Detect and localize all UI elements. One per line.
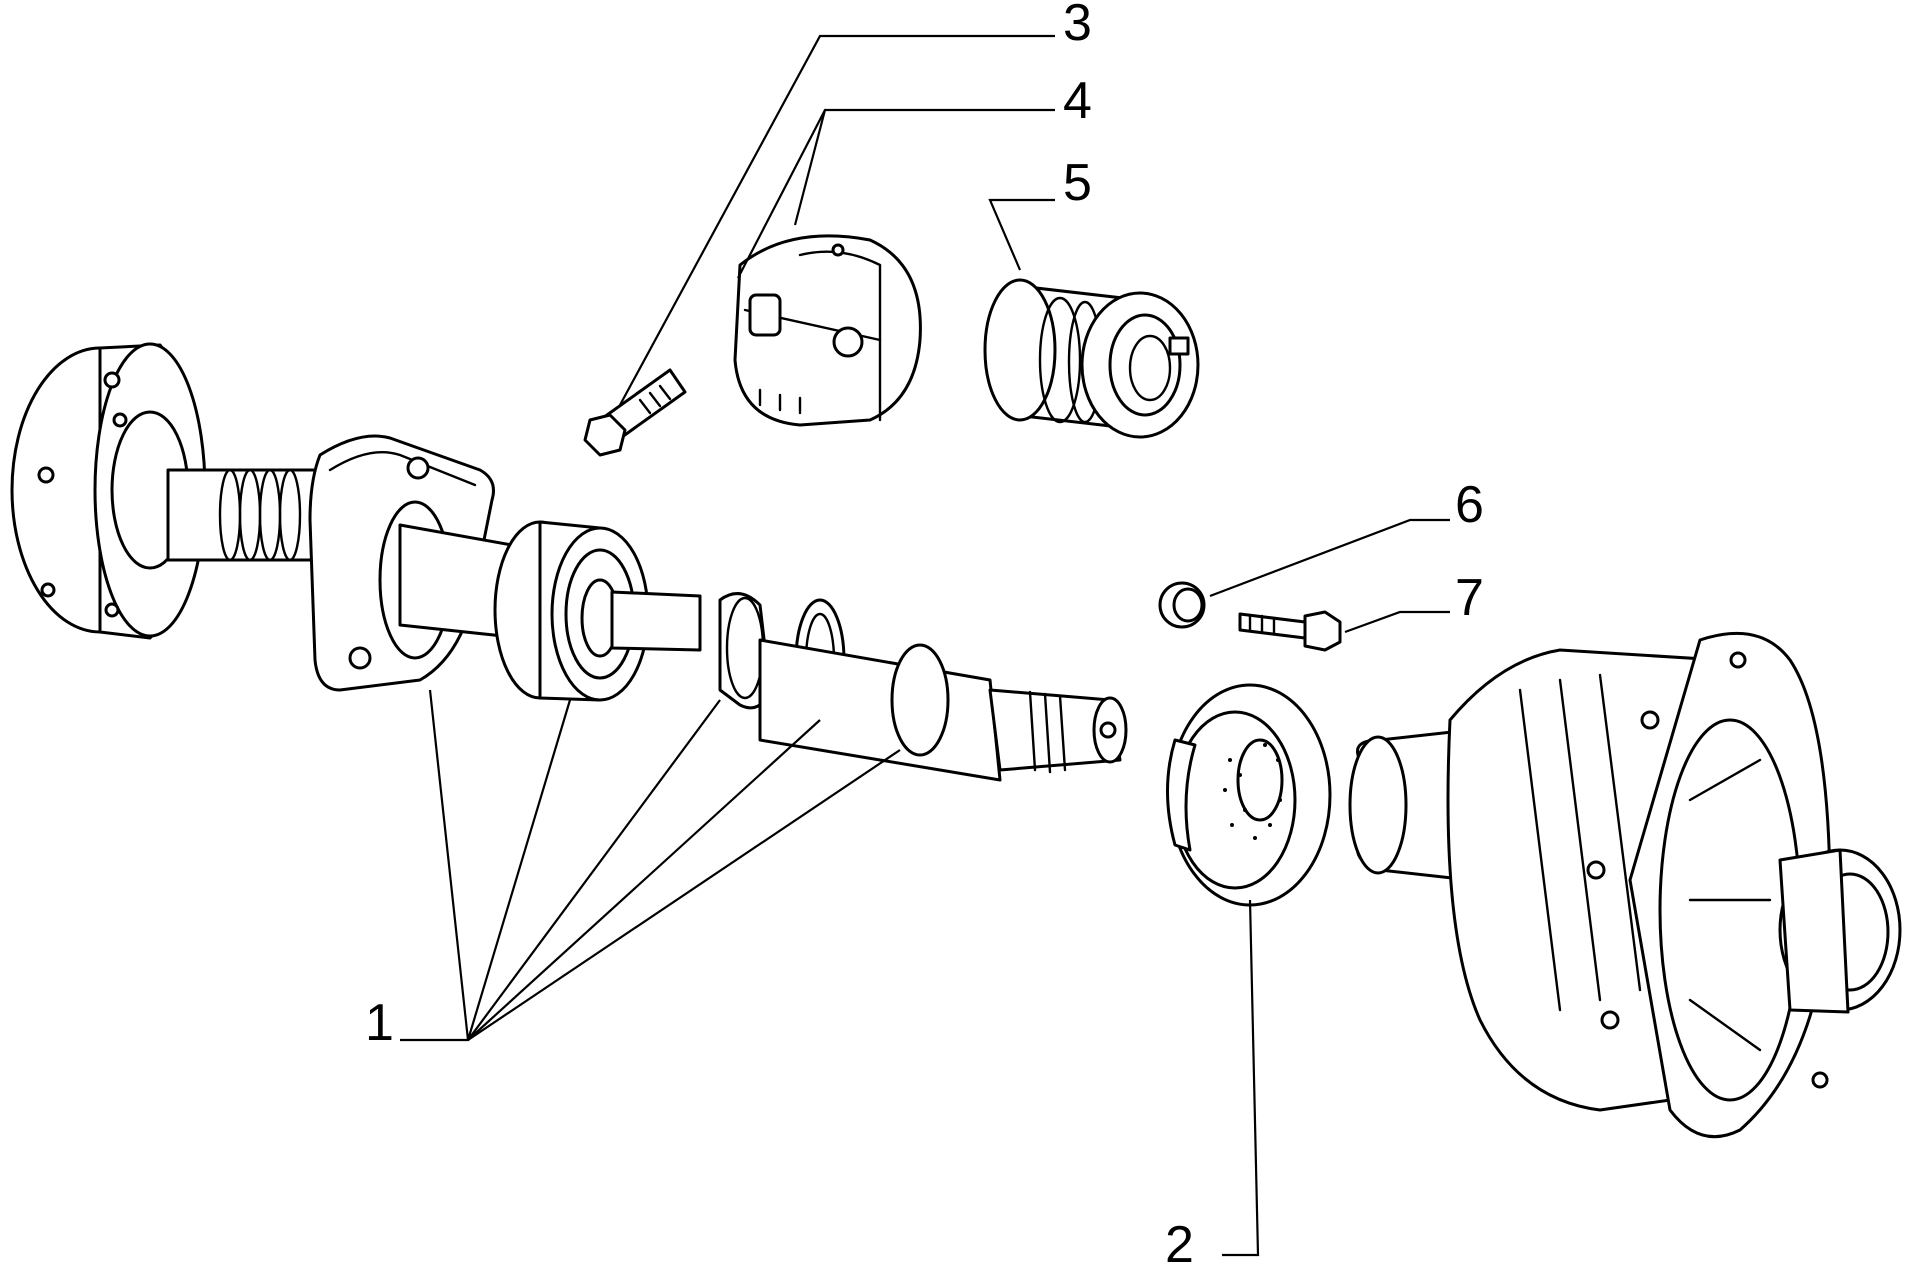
bushing	[983, 278, 1200, 439]
differential-housing	[1348, 631, 1902, 1139]
splined-end	[758, 638, 1128, 782]
bolt	[583, 368, 687, 457]
nut	[1158, 581, 1206, 629]
shaft-body	[166, 468, 332, 562]
half-shaft-assembly	[10, 342, 1128, 782]
leader-lines	[400, 34, 1450, 1257]
callout-7: 7	[1455, 569, 1484, 627]
stub-shaft	[610, 590, 702, 652]
collar	[733, 234, 922, 427]
ball-bearing	[493, 520, 650, 702]
callout-5: 5	[1063, 154, 1092, 212]
callout-2: 2	[1165, 1216, 1194, 1266]
oil-seal	[1166, 683, 1332, 907]
long-bolt	[1238, 610, 1342, 652]
callout-6: 6	[1455, 476, 1484, 534]
callout-3: 3	[1063, 0, 1092, 52]
callout-4: 4	[1063, 72, 1092, 130]
callout-1: 1	[365, 994, 394, 1052]
